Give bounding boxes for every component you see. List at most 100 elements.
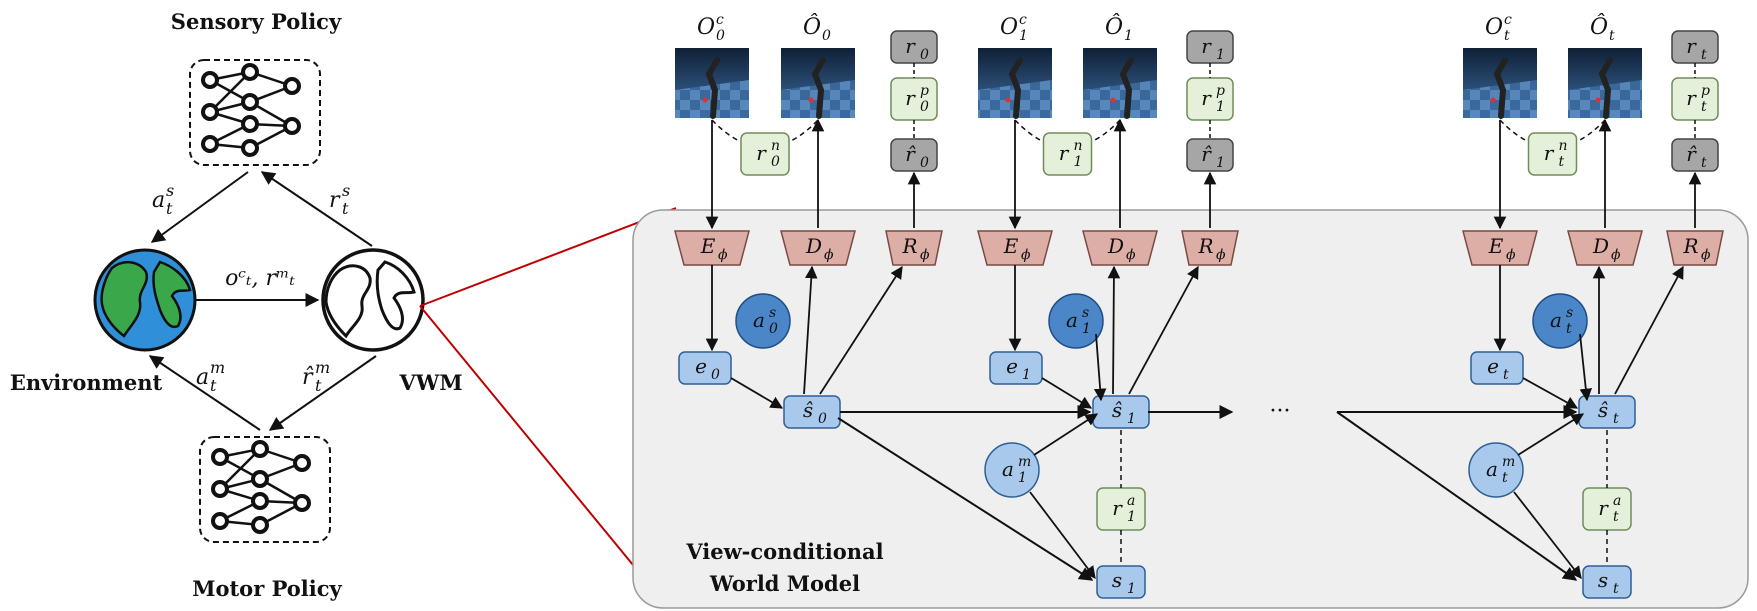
svg-text:1: 1 <box>1127 509 1136 525</box>
svg-text:0: 0 <box>920 99 929 115</box>
svg-text:0: 0 <box>920 155 929 171</box>
svg-text:ϕ: ϕ <box>920 247 930 263</box>
svg-text:s: s <box>166 181 174 200</box>
svg-text:r: r <box>329 188 341 213</box>
svg-text:e: e <box>695 354 707 378</box>
svg-text:1: 1 <box>1216 47 1225 63</box>
reward-head-1 <box>1181 230 1239 266</box>
reward-head-0 <box>885 230 943 266</box>
svg-text:r: r <box>1686 34 1697 58</box>
svg-text:a: a <box>1613 493 1621 509</box>
motor-action-1 <box>984 442 1040 498</box>
svg-text:0: 0 <box>711 367 720 383</box>
svg-text:r: r <box>1112 496 1123 520</box>
svg-text:ϕ: ϕ <box>824 247 834 263</box>
svg-text:ϕ: ϕ <box>1216 247 1226 263</box>
svg-text:n: n <box>771 138 780 154</box>
svg-text:0: 0 <box>771 154 780 170</box>
svg-text:c: c <box>716 12 724 28</box>
label-o-c-r-m: oᶜₜ, rᵐₜ <box>225 266 295 291</box>
motor-policy-network-icon <box>199 436 331 543</box>
decoder-1 <box>1082 230 1158 266</box>
svg-text:0: 0 <box>716 28 725 44</box>
svg-text:s: s <box>1598 568 1608 592</box>
reward-n-box-0 <box>740 132 790 176</box>
motor-policy-label: Motor Policy <box>192 576 342 601</box>
embedding-t <box>1470 351 1524 385</box>
sensory-action-0 <box>735 293 791 349</box>
svg-text:m: m <box>315 358 330 377</box>
svg-text:a: a <box>1550 308 1562 332</box>
svg-text:r̂: r̂ <box>302 365 314 390</box>
svg-text:D: D <box>1592 234 1609 258</box>
svg-text:1: 1 <box>1022 367 1031 383</box>
reward-n-box-t <box>1527 132 1578 176</box>
svg-text:0: 0 <box>822 28 831 44</box>
svg-text:s: s <box>1112 568 1122 592</box>
reward-hat-box-1 <box>1186 138 1234 172</box>
svg-text:c: c <box>1019 12 1027 28</box>
svg-text:p: p <box>1701 83 1710 99</box>
reward-hat-box-t <box>1671 138 1719 172</box>
decoder-0 <box>780 230 856 266</box>
svg-text:t: t <box>1502 470 1508 486</box>
svg-text:0: 0 <box>769 321 778 337</box>
obs-cond-image-0 <box>675 48 749 119</box>
encoder-1 <box>977 230 1053 266</box>
svg-text:t: t <box>166 199 173 218</box>
svg-text:r: r <box>1201 34 1212 58</box>
svg-text:1: 1 <box>1082 321 1091 337</box>
embedding-1 <box>989 351 1043 385</box>
svg-text:a: a <box>1066 308 1078 332</box>
svg-text:ŝ: ŝ <box>803 398 813 422</box>
svg-text:t: t <box>1613 509 1619 525</box>
svg-text:p: p <box>1216 83 1225 99</box>
obs-pred-image-1 <box>1083 48 1157 119</box>
motor-action-t <box>1468 442 1524 498</box>
svg-text:O: O <box>697 15 715 40</box>
svg-text:n: n <box>1074 138 1083 154</box>
svg-text:t: t <box>1503 367 1509 383</box>
embedding-0 <box>678 351 732 385</box>
svg-text:t: t <box>1701 155 1707 171</box>
prior-state-t <box>1582 565 1632 599</box>
svg-text:e: e <box>1006 354 1018 378</box>
svg-text:e: e <box>1487 354 1499 378</box>
svg-text:t: t <box>315 376 322 395</box>
svg-text:t: t <box>1559 154 1565 170</box>
svg-text:t: t <box>1701 47 1707 63</box>
svg-text:1: 1 <box>1019 28 1028 44</box>
svg-text:t: t <box>1613 581 1619 597</box>
svg-text:r: r <box>1686 86 1697 110</box>
svg-text:R: R <box>901 234 917 258</box>
svg-text:O: O <box>1000 15 1018 40</box>
svg-text:m: m <box>1502 454 1515 470</box>
svg-text:1: 1 <box>1216 155 1225 171</box>
svg-text:ϕ: ϕ <box>1701 247 1711 263</box>
reward-hat-box-0 <box>890 138 938 172</box>
